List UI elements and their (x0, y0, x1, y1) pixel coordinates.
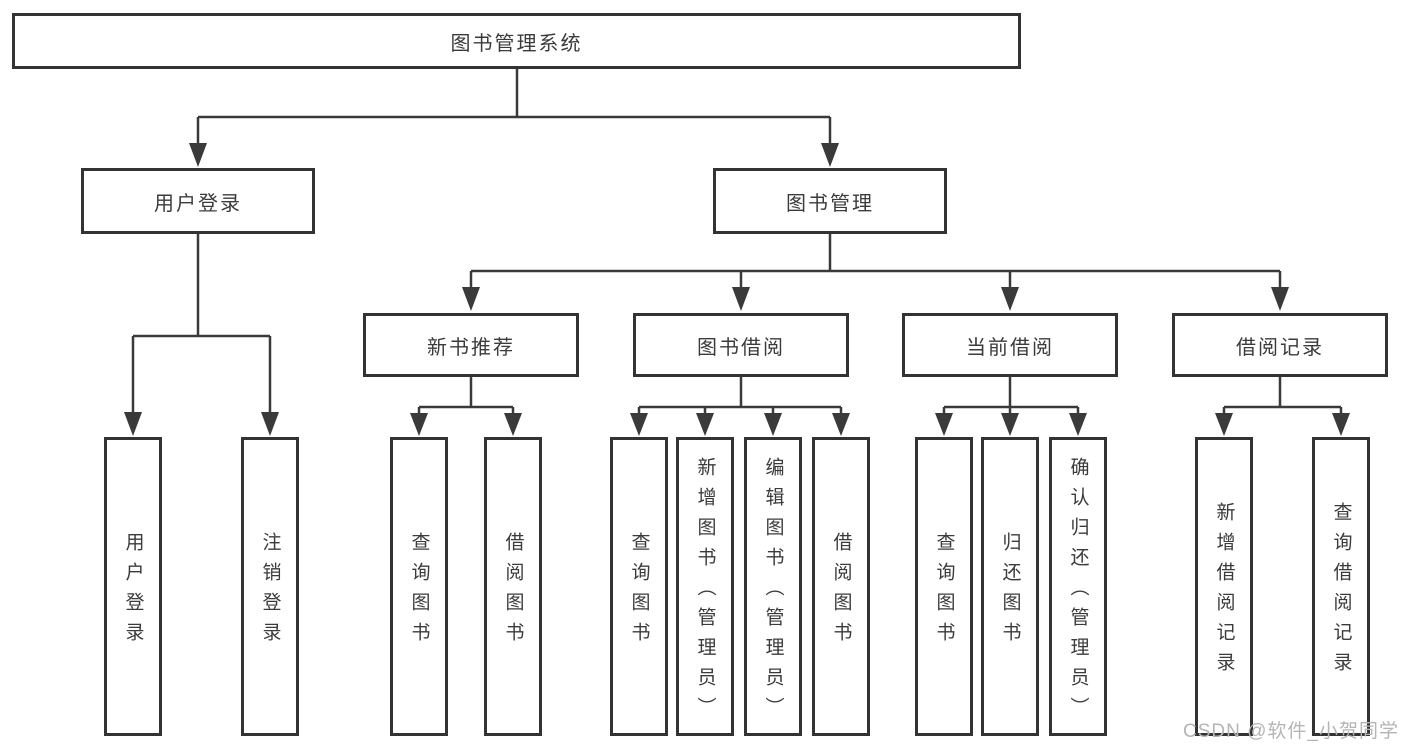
node-label: 借阅图书 (502, 532, 524, 652)
arrowhead-add-books-admin (696, 413, 714, 436)
node-user-login-action: 用户登录 (104, 437, 162, 736)
node-label: 用户登录 (154, 192, 242, 215)
node-edit-books-admin: 编辑图书（管理员） (744, 437, 802, 736)
node-library-management-system: 图书管理系统 (12, 13, 1021, 69)
node-label: 借阅图书 (830, 532, 852, 652)
arrowhead-borrow-books-1 (504, 413, 522, 436)
connector-borrow-records-to-children (1222, 377, 1343, 414)
node-label: 注销登录 (259, 532, 281, 652)
connector-book-borrow-to-children (637, 377, 843, 414)
node-label: 确认归还（管理员） (1067, 457, 1089, 727)
connector-root-to-level2 (196, 68, 832, 144)
arrowhead-user-login-action (124, 412, 142, 436)
arrowhead-book-borrow (732, 287, 750, 311)
arrowhead-new-book-recommend (462, 287, 480, 311)
connector-current-borrow-to-children (942, 377, 1080, 414)
node-label: 新增图书（管理员） (694, 457, 716, 727)
node-label: 查询图书 (628, 532, 650, 652)
arrowhead-borrow-books-2 (832, 413, 850, 436)
node-label: 查询借阅记录 (1330, 502, 1352, 682)
node-new-book-recommend: 新书推荐 (363, 313, 579, 377)
node-label: 编辑图书（管理员） (762, 457, 784, 727)
node-book-borrow: 图书借阅 (633, 313, 849, 377)
node-borrow-records: 借阅记录 (1172, 313, 1388, 377)
arrowhead-query-books-1 (410, 413, 428, 436)
arrowhead-query-books-2 (630, 413, 648, 436)
node-label: 用户登录 (122, 532, 144, 652)
node-add-borrow-record: 新增借阅记录 (1195, 437, 1253, 736)
node-label: 当前借阅 (966, 336, 1054, 359)
node-confirm-return-admin: 确认归还（管理员） (1049, 437, 1107, 736)
arrowhead-logout-action (261, 412, 279, 436)
arrowhead-book-management (821, 143, 839, 167)
arrowhead-confirm-return-admin (1069, 413, 1087, 436)
connector-user-login-to-children (131, 234, 272, 413)
node-logout-action: 注销登录 (241, 437, 299, 736)
node-label: 归还图书 (999, 532, 1021, 652)
node-query-books-current: 查询图书 (915, 437, 973, 736)
node-query-books-borrow: 查询图书 (610, 437, 668, 736)
node-label: 借阅记录 (1236, 336, 1324, 359)
node-return-books: 归还图书 (981, 437, 1039, 736)
node-label: 查询图书 (408, 532, 430, 652)
node-borrow-books-action: 借阅图书 (812, 437, 870, 736)
node-add-books-admin: 新增图书（管理员） (676, 437, 734, 736)
node-user-login: 用户登录 (81, 168, 315, 234)
node-label: 新增借阅记录 (1213, 502, 1235, 682)
csdn-watermark: CSDN @软件_小贺同学 (1183, 721, 1399, 742)
node-label: 图书管理 (786, 192, 874, 215)
node-borrow-books-recommend: 借阅图书 (484, 437, 542, 736)
arrowhead-add-borrow-record (1215, 413, 1233, 436)
node-query-books-recommend: 查询图书 (390, 437, 448, 736)
node-label: 图书借阅 (697, 336, 785, 359)
arrowhead-query-books-3 (935, 413, 953, 436)
arrowhead-query-borrow-record (1332, 413, 1350, 436)
node-label: 查询图书 (933, 532, 955, 652)
node-current-borrow: 当前借阅 (902, 313, 1118, 377)
connector-book-management-to-level3 (469, 234, 1282, 288)
node-label: 新书推荐 (427, 336, 515, 359)
connector-new-book-recommend-to-children (417, 377, 515, 414)
arrowhead-edit-books-admin (764, 413, 782, 436)
arrowhead-borrow-records (1271, 287, 1289, 311)
node-label: 图书管理系统 (450, 32, 583, 55)
node-query-borrow-record: 查询借阅记录 (1312, 437, 1370, 736)
arrowhead-user-login (189, 143, 207, 167)
node-book-management: 图书管理 (713, 168, 947, 234)
arrowhead-return-books (1001, 413, 1019, 436)
arrowhead-current-borrow (1001, 287, 1019, 311)
